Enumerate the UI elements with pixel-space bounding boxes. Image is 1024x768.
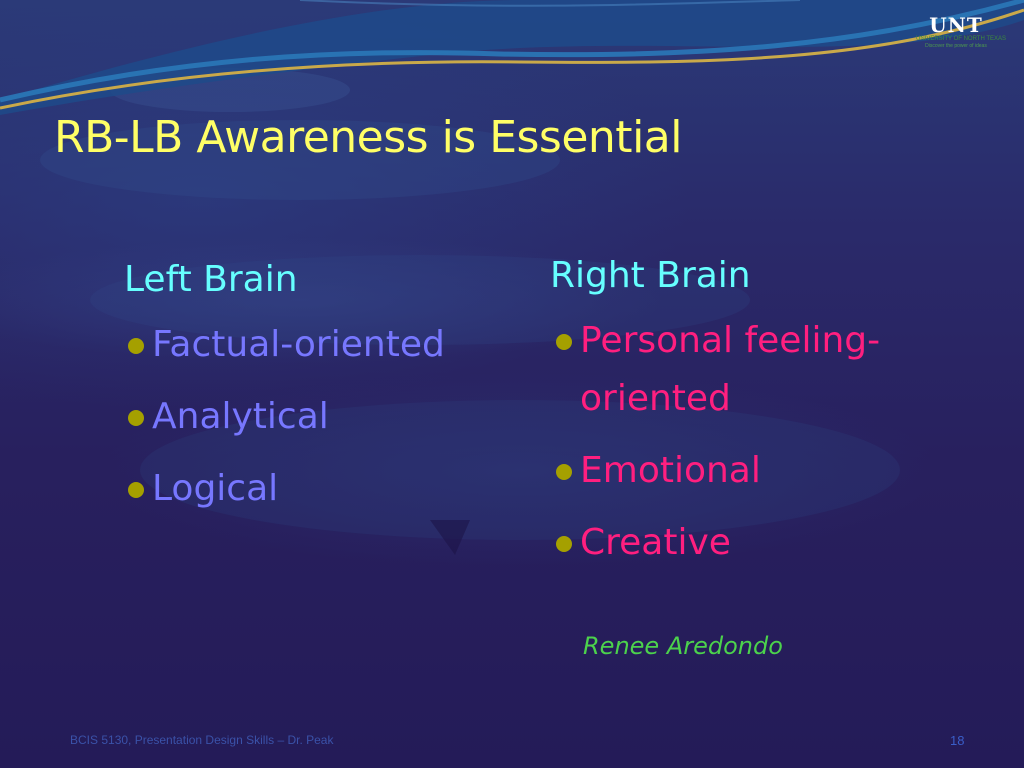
unt-logo-mark: UNT [929,13,983,37]
unt-logo-line1: UNIVERSITY OF NORTH TEXAS [916,36,1007,42]
gold-swoosh-line [0,8,1024,110]
right-brain-column: Right Brain Personal feeling-oriented Em… [550,250,970,586]
bullet-icon [128,410,144,426]
bullet-icon [556,464,572,480]
left-brain-column: Left Brain Factual-oriented Analytical L… [122,250,522,532]
unt-logo: UNT UNIVERSITY OF NORTH TEXAS Discover t… [916,13,1007,49]
bullet-icon [128,338,144,354]
list-item-text: Analytical [152,396,329,437]
right-brain-heading: Right Brain [550,255,751,296]
list-item: Personal feeling-oriented [550,312,970,428]
list-item: Logical [122,460,522,518]
list-item-text: Emotional [580,450,761,491]
attribution: Renee Aredondo [583,632,783,660]
blue-swoosh-line [0,0,1024,103]
list-item-text: Logical [152,468,279,509]
list-item: Creative [550,514,970,572]
page-number: 18 [950,733,965,748]
list-item: Analytical [122,388,522,446]
bullet-icon [556,536,572,552]
left-brain-list: Factual-oriented Analytical Logical [122,316,522,518]
list-item-text: Factual-oriented [152,324,445,365]
bullet-icon [556,334,572,350]
list-item: Emotional [550,442,970,500]
unt-logo-line2: Discover the power of ideas [925,43,987,49]
slide-title: RB-LB Awareness is Essential [54,112,682,163]
list-item-text: Personal feeling-oriented [580,320,881,419]
list-item-text: Creative [580,522,731,563]
list-item: Factual-oriented [122,316,522,374]
left-brain-heading: Left Brain [124,259,298,300]
right-brain-list: Personal feeling-oriented Emotional Crea… [550,312,970,572]
bullet-icon [128,482,144,498]
footer-text: BCIS 5130, Presentation Design Skills – … [70,733,334,747]
